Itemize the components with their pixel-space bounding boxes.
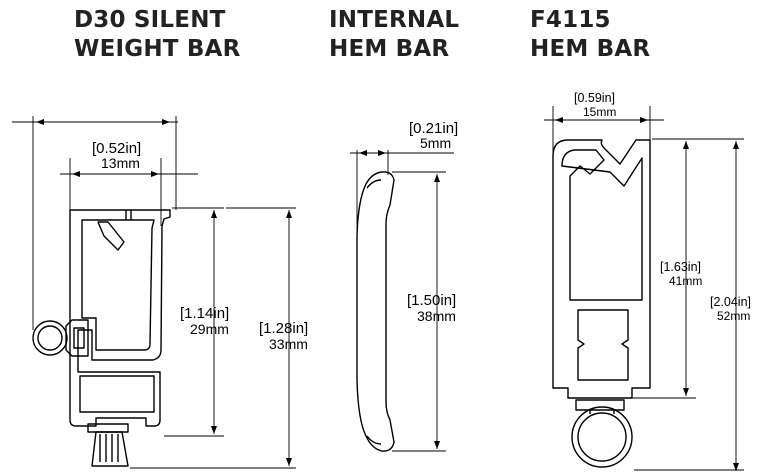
dim-height-mm: 41mm	[669, 274, 702, 288]
title-line-1: INTERNAL	[329, 7, 460, 33]
f4115-title: F4115 HEM BAR	[530, 6, 650, 64]
title-line-2: WEIGHT BAR	[74, 36, 241, 62]
d30-title: D30 SILENT WEIGHT BAR	[74, 6, 241, 64]
dim-height-in: [1.14in]	[180, 305, 229, 322]
dim-width-in: [0.59in]	[574, 91, 615, 105]
title-line-2: HEM BAR	[329, 36, 450, 62]
internal-hem-bar-profile	[356, 171, 395, 452]
dim-width-mm: 13mm	[101, 155, 140, 171]
f4115-dimensions	[544, 106, 744, 471]
d30-dimensions	[12, 116, 296, 469]
dim-total-height-in: [1.28in]	[259, 320, 308, 337]
dim-thickness-in: [0.21in]	[409, 120, 458, 137]
f4115-profile	[552, 139, 651, 468]
dim-thickness-mm: 5mm	[420, 135, 451, 151]
dim-total-height-mm: 52mm	[717, 309, 750, 323]
d30-profile	[32, 209, 171, 467]
dim-height-in: [1.50in]	[407, 292, 456, 309]
dim-height-mm: 29mm	[190, 321, 229, 337]
dim-height-mm: 38mm	[417, 308, 456, 324]
internal-hem-bar-title: INTERNAL HEM BAR	[329, 6, 459, 64]
title-line-1: F4115	[530, 7, 611, 33]
title-line-1: D30 SILENT	[74, 7, 226, 33]
internal-hem-bar-dimensions	[350, 150, 454, 452]
title-line-2: HEM BAR	[530, 36, 651, 62]
dim-width-mm: 15mm	[583, 105, 616, 119]
dim-total-height-in: [2.04in]	[710, 295, 751, 309]
dim-width-in: [0.52in]	[92, 140, 141, 157]
dim-total-height-mm: 33mm	[269, 336, 308, 352]
dim-height-in: [1.63in]	[660, 260, 701, 274]
